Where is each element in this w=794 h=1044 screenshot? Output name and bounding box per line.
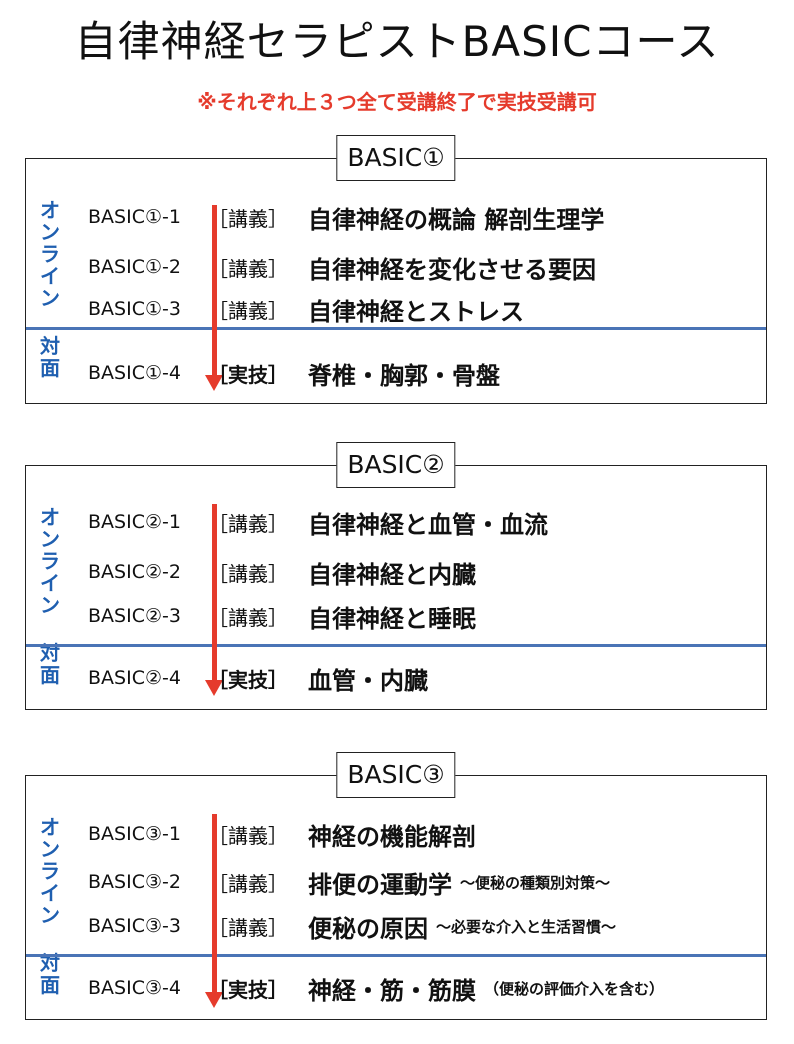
course-box-basic-3: BASIC③ オ ン ラ イ ン 対 面 BASIC③-1 ［講義］ 神経の機能… [25,752,767,1020]
online-char: ン [40,903,60,927]
course-box-basic-1: BASIC① オ ン ラ イ ン 対 面 BASIC①-1 ［講義］ 自律神経の… [25,135,767,404]
lesson-kind: ［講義］ [208,871,288,896]
online-char: ラ [40,242,60,266]
online-char: オ [40,815,60,839]
online-char: ン [40,220,60,244]
online-char: ン [40,286,60,310]
lesson-code: BASIC①-2 [88,256,181,278]
lesson-code: BASIC①-4 [88,362,181,384]
online-char: ン [40,527,60,551]
lesson-row: BASIC①-1 ［講義］ 自律神経の概論 解剖生理学 [88,197,760,237]
offline-char: 面 [40,973,60,997]
lesson-row: BASIC②-3 ［講義］ 自律神経と睡眠 [88,596,760,636]
course-box-basic-2: BASIC② オ ン ラ イ ン 対 面 BASIC②-1 ［講義］ 自律神経と… [25,442,767,710]
lesson-topic: 自律神経を変化させる要因 [308,255,596,284]
offline-char: 対 [40,641,60,665]
online-char: イ [40,881,60,905]
practical-row: BASIC②-4 ［実技］ 血管・内臓 [88,658,760,698]
offline-char: 面 [40,663,60,687]
online-char: ン [40,837,60,861]
lesson-kind: ［講義］ [208,823,288,848]
lesson-kind: ［実技］ [208,977,288,1002]
lesson-code: BASIC③-4 [88,977,181,999]
online-char: ラ [40,549,60,573]
section-divider [26,644,766,647]
offline-char: 対 [40,951,60,975]
lesson-topic: 自律神経とストレス [308,297,524,326]
online-char: イ [40,264,60,288]
lesson-kind: ［講義］ [208,206,288,231]
offline-label: 対 面 [36,952,64,996]
online-label: オ ン ラ イ ン [36,199,64,309]
lesson-kind: ［実技］ [208,667,288,692]
prerequisite-note: ※それぞれ上３つ全て受講終了で実技受講可 [197,90,597,114]
lesson-topic: 神経・筋・筋膜 [308,976,476,1005]
lesson-row: BASIC①-3 ［講義］ 自律神経とストレス [88,289,760,329]
course-heading: BASIC③ [336,752,456,798]
lesson-row: BASIC③-1 ［講義］ 神経の機能解剖 [88,814,760,854]
lesson-kind: ［講義］ [208,915,288,940]
flow-arrow-icon [205,814,223,1008]
section-divider [26,327,766,330]
section-divider [26,954,766,957]
lesson-topic: 自律神経と血管・血流 [308,510,548,539]
lesson-code: BASIC②-4 [88,667,181,689]
lesson-kind: ［講義］ [208,256,288,281]
online-char: オ [40,505,60,529]
lesson-kind: ［講義］ [208,605,288,630]
lesson-code: BASIC②-3 [88,605,181,627]
lesson-subtitle: （便秘の評価介入を含む） [484,979,665,998]
lesson-topic: 自律神経の概論 解剖生理学 [308,205,605,234]
offline-label: 対 面 [36,642,64,686]
lesson-topic: 神経の機能解剖 [308,822,476,851]
lesson-code: BASIC③-3 [88,915,181,937]
lesson-topic: 脊椎・胸郭・骨盤 [308,361,500,390]
lesson-topic: 排便の運動学 [308,870,452,899]
lesson-topic: 自律神経と内臓 [308,560,476,589]
practical-row: BASIC③-4 ［実技］ 神経・筋・筋膜 （便秘の評価介入を含む） [88,968,760,1008]
lesson-row: BASIC③-3 ［講義］ 便秘の原因 ～必要な介入と生活習慣～ [88,906,760,946]
lesson-code: BASIC①-3 [88,298,181,320]
course-heading: BASIC② [336,442,456,488]
lesson-code: BASIC②-2 [88,561,181,583]
online-char: ン [40,593,60,617]
practical-row: BASIC①-4 ［実技］ 脊椎・胸郭・骨盤 [88,353,760,393]
offline-char: 面 [40,356,60,380]
lesson-subtitle: ～必要な介入と生活習慣～ [436,917,617,936]
online-char: ラ [40,859,60,883]
lesson-topic: 自律神経と睡眠 [308,604,476,633]
flow-arrow-icon [205,504,223,696]
online-label: オ ン ラ イ ン [36,816,64,926]
lesson-topic: 便秘の原因 [308,914,428,943]
page-title: 自律神経セラピストBASICコース [74,17,720,66]
lesson-kind: ［講義］ [208,298,288,323]
lesson-row: BASIC①-2 ［講義］ 自律神経を変化させる要因 [88,247,760,287]
online-char: イ [40,571,60,595]
lesson-row: BASIC③-2 ［講義］ 排便の運動学 ～便秘の種類別対策～ [88,862,760,902]
lesson-row: BASIC②-1 ［講義］ 自律神経と血管・血流 [88,502,760,542]
lesson-code: BASIC③-1 [88,823,181,845]
lesson-code: BASIC①-1 [88,206,181,228]
lesson-kind: ［講義］ [208,561,288,586]
lesson-subtitle: ～便秘の種類別対策～ [460,873,611,892]
lesson-code: BASIC②-1 [88,511,181,533]
online-label: オ ン ラ イ ン [36,506,64,616]
lesson-kind: ［実技］ [208,362,288,387]
lesson-kind: ［講義］ [208,511,288,536]
lesson-code: BASIC③-2 [88,871,181,893]
flow-arrow-icon [205,205,223,391]
course-heading: BASIC① [336,135,456,181]
online-char: オ [40,198,60,222]
lesson-row: BASIC②-2 ［講義］ 自律神経と内臓 [88,552,760,592]
offline-char: 対 [40,334,60,358]
offline-label: 対 面 [36,335,64,379]
lesson-topic: 血管・内臓 [308,666,428,695]
